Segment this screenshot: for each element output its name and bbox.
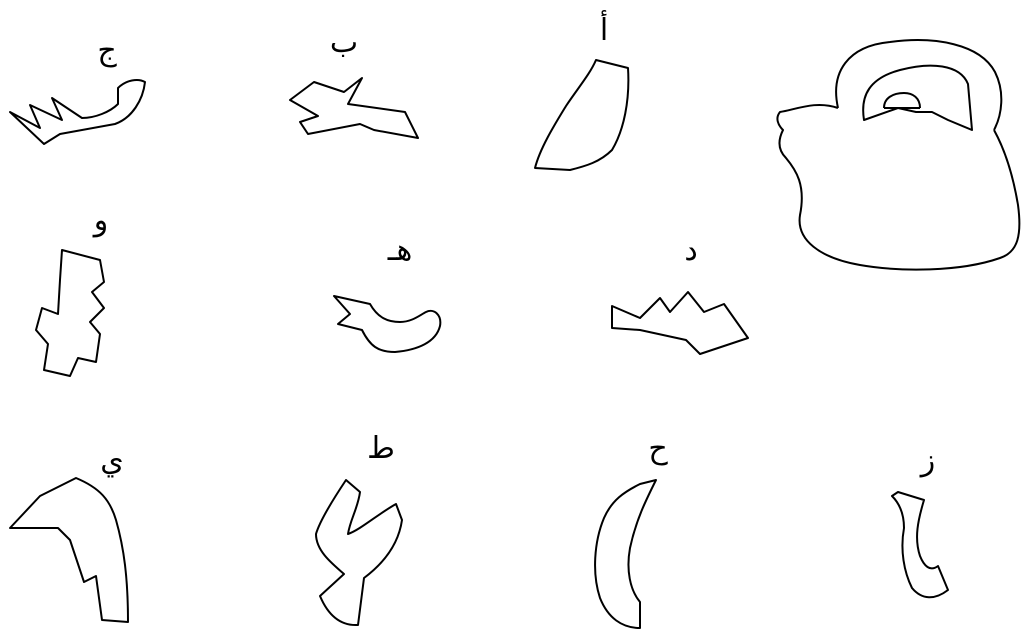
piece-label-taa: ط xyxy=(367,431,395,466)
teapot-outline xyxy=(777,40,1019,269)
piece-shape-baa xyxy=(290,78,418,138)
piece-label-dal: د xyxy=(684,233,697,268)
piece-label-hhaa: ح xyxy=(648,431,668,466)
piece-shape-yaa xyxy=(10,478,128,622)
piece-shape-zay xyxy=(892,492,948,597)
piece-shape-haa xyxy=(334,296,440,352)
piece-shape-waw xyxy=(36,250,104,376)
piece-shape-alif xyxy=(535,60,628,170)
piece-label-yaa: ي xyxy=(100,443,123,478)
piece-label-baa: ب xyxy=(330,25,358,60)
piece-label-alif: أ xyxy=(600,9,608,48)
piece-label-haa: هـ xyxy=(387,233,413,268)
piece-label-waw: و xyxy=(92,203,109,238)
piece-shape-hhaa xyxy=(595,480,656,628)
piece-shape-jeem xyxy=(10,80,145,144)
piece-label-jeem: ج xyxy=(97,33,117,68)
piece-label-zay: ز xyxy=(919,443,936,478)
piece-shape-dal xyxy=(612,292,748,354)
piece-shape-taa xyxy=(316,480,402,625)
